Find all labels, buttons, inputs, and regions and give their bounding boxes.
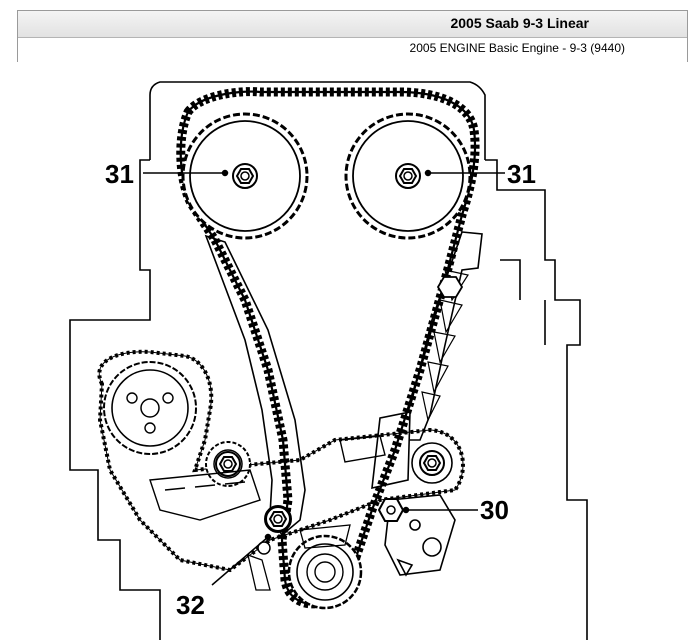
tensioner-bolt [377, 498, 405, 522]
callout-31-left: 31 [105, 159, 134, 189]
callout-31-right: 31 [507, 159, 536, 189]
right-chain-guide [396, 231, 483, 441]
intermediate-sprocket [205, 441, 251, 487]
balance-shaft-sprocket [103, 361, 197, 455]
lower-guide-rail [149, 435, 386, 521]
section-subtitle: 2005 ENGINE Basic Engine - 9-3 (9440) [409, 41, 625, 55]
guide-upper-bolt [436, 276, 464, 298]
vehicle-title: 2005 Saab 9-3 Linear [450, 15, 589, 31]
balance-idler [411, 442, 453, 484]
guide-pivot-bolt [247, 505, 292, 591]
callout-30: 30 [480, 495, 509, 525]
timing-chain-diagram: 31 31 30 32 [69, 81, 588, 640]
header-title-row: 2005 Saab 9-3 Linear [18, 11, 687, 38]
balance-shaft-chain [97, 349, 465, 573]
crankshaft-sprocket [287, 524, 363, 610]
right-camshaft-sprocket [344, 112, 472, 240]
engine-block-outline [69, 81, 588, 640]
left-chain-guide [204, 234, 306, 537]
left-camshaft-sprocket [181, 112, 309, 240]
callout-32: 32 [176, 590, 205, 620]
callout-leaders [143, 169, 505, 586]
document-header: 2005 Saab 9-3 Linear 2005 ENGINE Basic E… [17, 10, 688, 62]
header-subtitle-row: 2005 ENGINE Basic Engine - 9-3 (9440) [18, 38, 687, 62]
